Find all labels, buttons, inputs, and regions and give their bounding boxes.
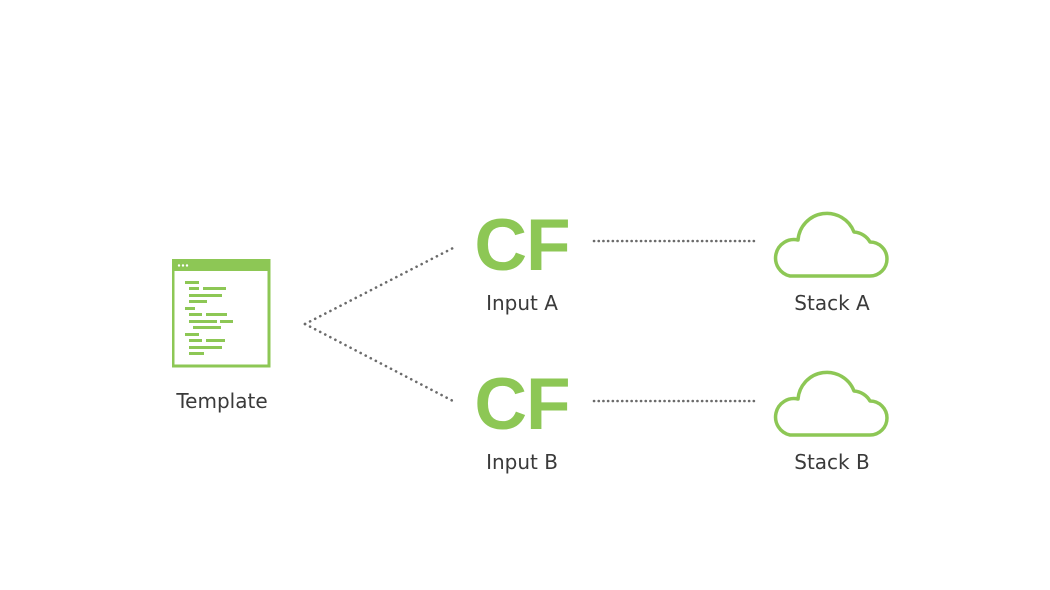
template-label: Template (176, 389, 268, 413)
stack-b-label: Stack B (794, 450, 870, 474)
cf-badge-input-b: CF (474, 364, 570, 445)
connector-template-to-input-b (303, 322, 455, 403)
input-a-label: Input A (486, 291, 558, 315)
cloud-icon (773, 370, 889, 437)
template-node (171, 258, 272, 369)
code-document-icon (171, 258, 271, 368)
cloud-icon (773, 211, 889, 278)
connector-template-to-input-a (303, 246, 455, 326)
stack-a-label: Stack A (794, 291, 870, 315)
input-b-label: Input B (486, 450, 558, 474)
cf-badge-input-a: CF (474, 205, 570, 286)
